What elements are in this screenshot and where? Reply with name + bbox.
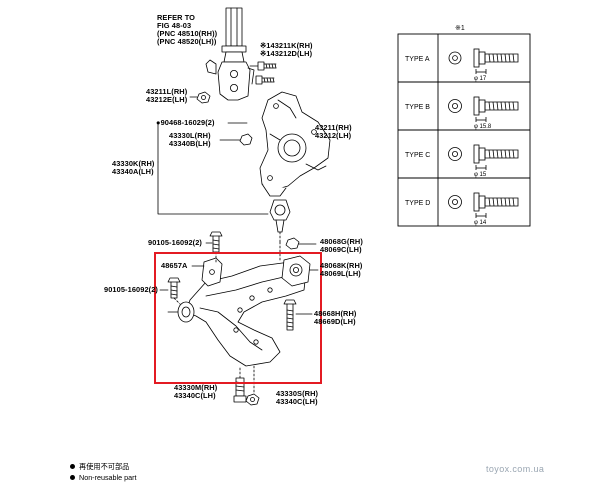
highlight-box	[154, 252, 322, 384]
front-bushing	[167, 301, 195, 323]
bolt-type-a-drawing	[448, 48, 519, 74]
callout-43211-lh: 43212(LH)	[315, 131, 352, 140]
callout-43330k: 43330K(RH) 43340A(LH)	[112, 160, 155, 176]
bracket-48657a	[191, 257, 223, 287]
type-c-label: TYPE C	[405, 152, 430, 159]
bolt-90105-lower	[159, 277, 181, 299]
type-d-diameter: φ 14	[474, 220, 487, 226]
callout-90105-upper: 90105-16092(2)	[148, 238, 202, 247]
callout-48668h-lh: 48669D(LH)	[314, 317, 356, 326]
ball-joint	[269, 199, 291, 243]
callout-refer-line-4: (PNC 48520(LH))	[157, 37, 217, 46]
callout-90105-lower: 90105-16092(2)	[104, 285, 158, 294]
bolt-type-b-drawing	[448, 96, 519, 122]
callout-43330m-rh: 43330M(RH)	[174, 383, 218, 392]
callout-43330k-lh: 43340A(LH)	[112, 167, 154, 176]
callout-48068g: 48068G(RH) 48069C(LH)	[320, 238, 363, 254]
type-a-label: TYPE A	[405, 56, 430, 63]
lower-control-arm	[185, 261, 307, 367]
callout-90468: ●90468-16029(2)	[156, 118, 215, 127]
callout-43330m-lh: 43340C(LH)	[174, 391, 216, 400]
callout-refer-line-1: REFER TO	[157, 13, 196, 22]
callout-43211k-lh: ※143212D(LH)	[260, 49, 313, 58]
type-b-diameter: φ 15.8	[474, 124, 492, 130]
steering-knuckle	[259, 91, 331, 197]
callout-43330m: 43330M(RH) 43340C(LH)	[174, 384, 217, 400]
bolt-48668h	[283, 299, 313, 331]
legend-item-english: Non-reusable part	[70, 472, 137, 483]
callout-43211k: ※143211K(RH) ※143212D(LH)	[260, 42, 313, 58]
bolt-43211k	[249, 61, 277, 85]
callout-43330l: 43330L(RH) 43340B(LH)	[169, 132, 211, 148]
bullet-icon	[70, 475, 75, 480]
legend-text-japanese: 再使用不可部品	[79, 461, 130, 471]
callout-43330l-rh: 43330L(RH)	[169, 131, 211, 140]
type-c-diameter: φ 15	[474, 172, 487, 178]
bolt-type-table: TYPE A TYPE B TYPE C TYPE D φ 17 φ 15.8 …	[397, 33, 531, 227]
callout-48668h-rh: 48668H(RH)	[314, 309, 357, 318]
rear-bushing	[281, 255, 319, 287]
bolt-43330m	[233, 367, 247, 403]
callout-43211: 43211(RH) 43212(LH)	[315, 124, 352, 140]
callout-48657a: 48657A	[161, 261, 188, 270]
table-note-mark: ※1	[455, 25, 465, 32]
type-b-label: TYPE B	[405, 104, 430, 111]
callout-43211k-rh: ※143211K(RH)	[260, 41, 313, 50]
bullet-icon	[70, 464, 75, 469]
bolt-type-c-drawing	[448, 144, 519, 170]
callout-48068g-rh: 48068G(RH)	[320, 237, 363, 246]
callout-43211l-lh: 43212E(LH)	[146, 95, 188, 104]
callout-43330s-rh: 43330S(RH)	[276, 389, 319, 398]
nut-43211l	[189, 91, 211, 104]
callout-43330k-rh: 43330K(RH)	[112, 159, 155, 168]
callout-48068g-lh: 48069C(LH)	[320, 245, 362, 254]
callout-43211l: 43211L(RH) 43212E(LH)	[146, 88, 187, 104]
legend: 再使用不可部品 Non-reusable part	[70, 461, 137, 483]
callout-48668h: 48668H(RH) 48669D(LH)	[314, 310, 357, 326]
callout-refer-to: REFER TO FIG 48-03 (PNC 48510(RH)) (PNC …	[157, 14, 217, 46]
type-d-label: TYPE D	[405, 200, 430, 207]
bolt-90105-upper	[205, 231, 223, 253]
callout-43330l-lh: 43340B(LH)	[169, 139, 211, 148]
callout-43211-rh: 43211(RH)	[315, 123, 352, 132]
nut-48068g	[285, 237, 317, 250]
callout-refer-line-3: (PNC 48510(RH))	[157, 29, 218, 38]
callout-43211l-rh: 43211L(RH)	[146, 87, 188, 96]
bolt-type-d-drawing	[448, 192, 519, 218]
callout-refer-line-2: FIG 48-03	[157, 21, 192, 30]
callout-48068k-rh: 48068K(RH)	[320, 261, 363, 270]
callout-48068k: 48068K(RH) 48069L(LH)	[320, 262, 363, 278]
callout-48068k-lh: 48069L(LH)	[320, 269, 361, 278]
type-a-diameter: φ 17	[474, 76, 487, 82]
strut-assembly	[205, 7, 255, 101]
ball-joint-leader	[157, 122, 269, 215]
legend-text-english: Non-reusable part	[79, 473, 137, 482]
callout-43330s-lh: 43340C(LH)	[276, 397, 318, 406]
callout-43330s: 43330S(RH) 43340C(LH)	[276, 390, 318, 406]
legend-item-japanese: 再使用不可部品	[70, 461, 137, 472]
watermark: toyox.com.ua	[486, 464, 545, 474]
clip-43330l	[219, 133, 253, 146]
nut-43330s	[245, 365, 260, 406]
